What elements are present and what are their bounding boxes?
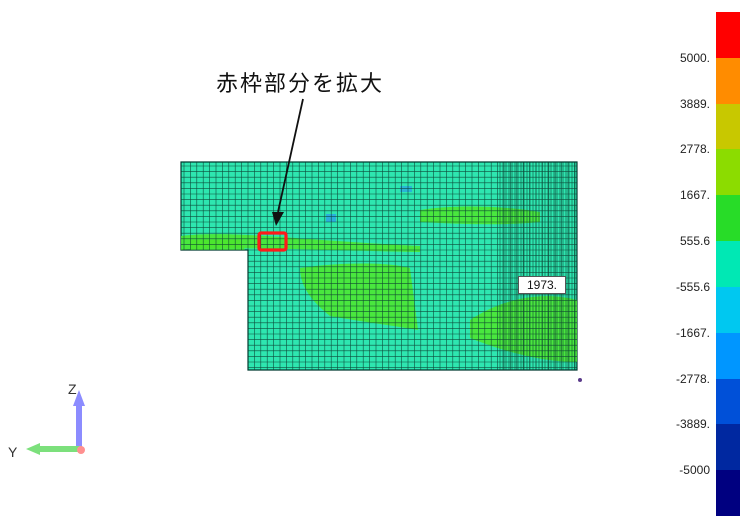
legend-band (716, 470, 740, 517)
legend-label: -555.6 (675, 279, 710, 294)
color-legend (716, 12, 740, 517)
legend-band (716, 286, 740, 334)
legend-band (716, 378, 740, 425)
max-value-label: 1973. (518, 276, 566, 294)
legend-band (716, 332, 740, 380)
annotation-text: 赤枠部分を拡大 (216, 72, 385, 97)
legend-band (716, 195, 740, 242)
legend-band (716, 57, 740, 105)
legend-label: 1667. (679, 188, 710, 203)
legend-band (716, 149, 740, 196)
legend-band (716, 103, 740, 150)
annotation-arrow-shaft (277, 98, 304, 213)
axis-z-label: Z (68, 381, 77, 397)
annotation-arrow-head (272, 212, 284, 226)
contour-blue-spot-3 (400, 186, 412, 192)
contour-left-light (190, 240, 245, 250)
legend-label: 2778. (679, 142, 710, 157)
legend-band (716, 12, 740, 59)
node-marker (578, 378, 582, 382)
legend-label: -5000 (679, 463, 710, 478)
axis-y-label: Y (8, 444, 18, 460)
legend-label: 555.6 (679, 234, 710, 249)
legend-band (716, 241, 740, 288)
legend-label: 5000. (679, 50, 710, 65)
legend-label: -1667. (675, 325, 710, 340)
legend-band (716, 424, 740, 471)
legend-label: -3889. (675, 417, 710, 432)
legend-label: 3889. (679, 96, 710, 111)
highlight-box (257, 231, 288, 252)
axis-triad (26, 390, 85, 455)
legend-label: -2778. (675, 371, 710, 386)
